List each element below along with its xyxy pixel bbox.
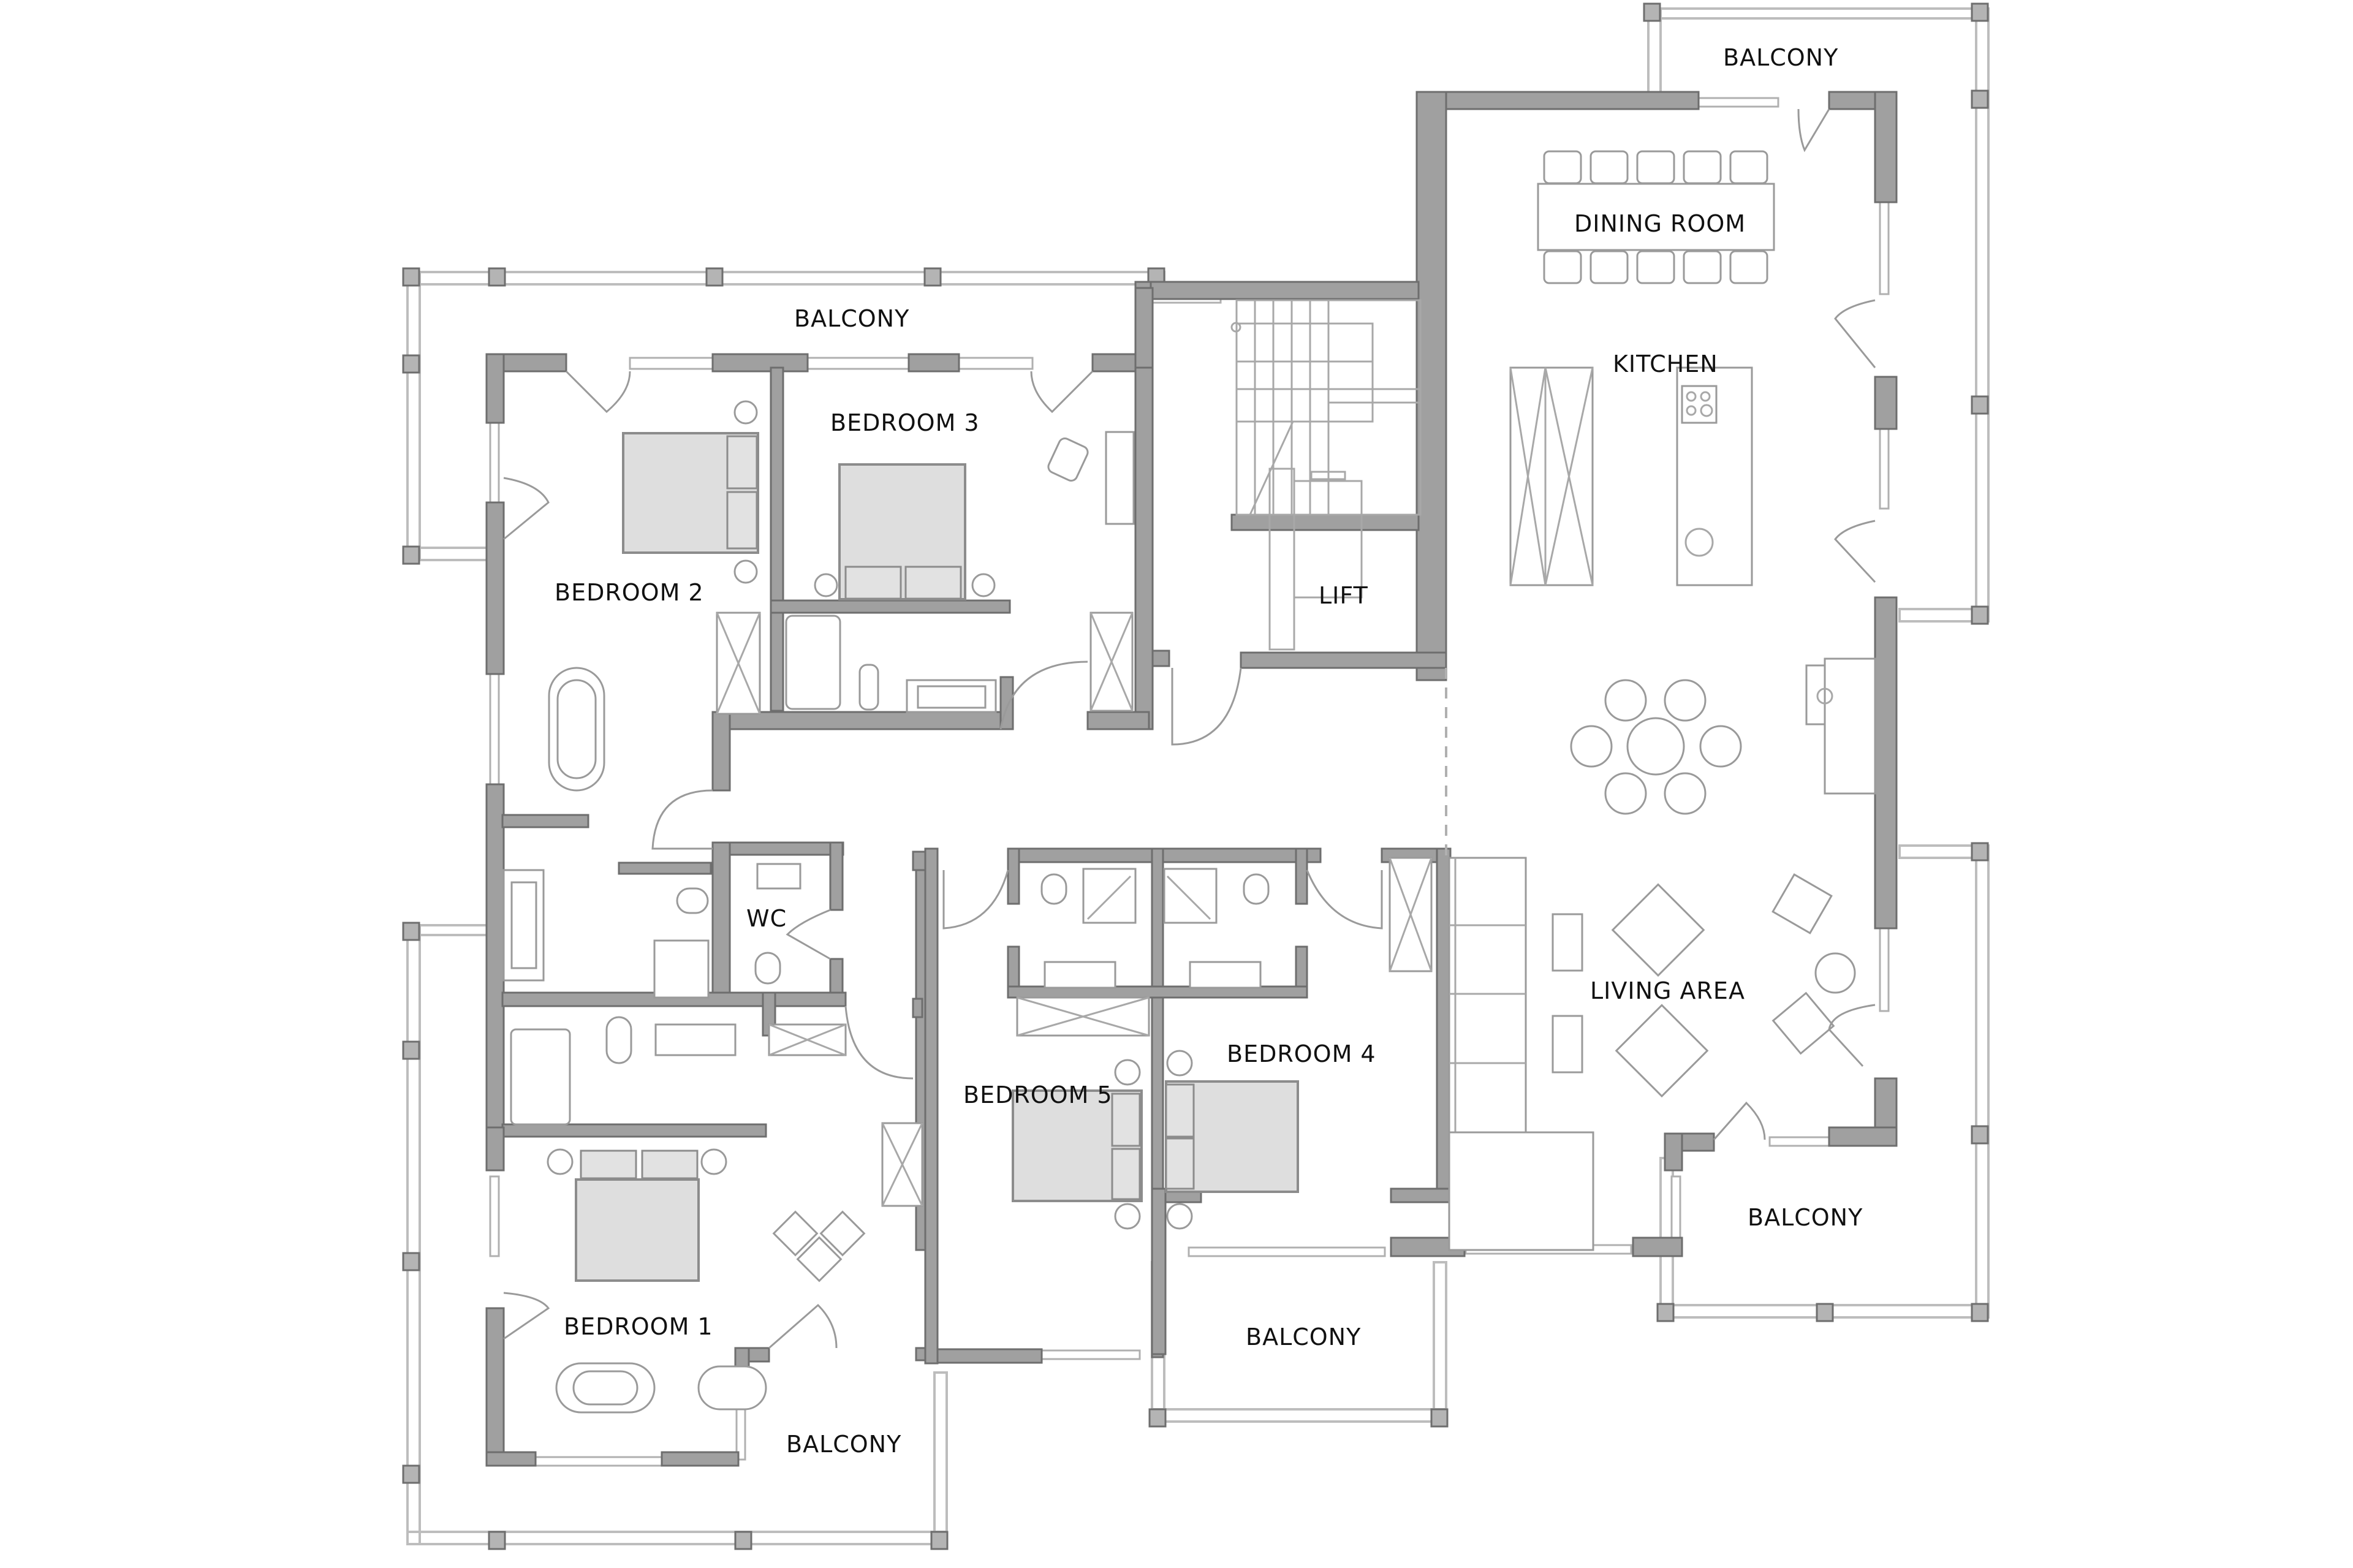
bedroom-1-furniture bbox=[547, 1122, 923, 1414]
bedroom-4-5-fixtures bbox=[1012, 857, 1433, 1230]
label-balcony-bottom-center: BALCONY bbox=[1246, 1324, 1361, 1350]
round-table-group bbox=[1570, 657, 1876, 815]
balcony-posts bbox=[402, 2, 1989, 1550]
staircase bbox=[1230, 299, 1422, 516]
kitchen-units bbox=[1509, 366, 1753, 586]
label-bedroom-5: BEDROOM 5 bbox=[963, 1081, 1113, 1108]
label-balcony-bottom-left: BALCONY bbox=[786, 1431, 901, 1458]
label-bedroom-4: BEDROOM 4 bbox=[1227, 1040, 1376, 1067]
room-labels: BALCONY DINING ROOM KITCHEN BALCONY BEDR… bbox=[555, 44, 1863, 1458]
living-furniture bbox=[1448, 857, 1856, 1251]
label-bedroom-1: BEDROOM 1 bbox=[564, 1313, 713, 1340]
bedroom-2-furniture bbox=[502, 400, 761, 982]
label-dining-room: DINING ROOM bbox=[1574, 210, 1746, 237]
label-bedroom-3: BEDROOM 3 bbox=[830, 409, 980, 436]
door-swings bbox=[503, 108, 1876, 1349]
label-balcony-right: BALCONY bbox=[1748, 1204, 1863, 1231]
lift-car bbox=[1268, 468, 1363, 651]
label-balcony-top-right: BALCONY bbox=[1723, 44, 1838, 71]
bathroom-fixtures-left bbox=[510, 863, 847, 1126]
label-balcony-top-left: BALCONY bbox=[794, 305, 909, 332]
dining-table-group bbox=[1537, 150, 1775, 284]
label-kitchen: KITCHEN bbox=[1613, 350, 1718, 377]
label-wc: WC bbox=[746, 905, 787, 932]
label-living-area: LIVING AREA bbox=[1590, 977, 1745, 1004]
bedroom-3-furniture bbox=[785, 431, 1135, 713]
label-lift: LIFT bbox=[1319, 582, 1368, 609]
label-bedroom-2: BEDROOM 2 bbox=[555, 579, 704, 606]
walls bbox=[485, 91, 1898, 1467]
